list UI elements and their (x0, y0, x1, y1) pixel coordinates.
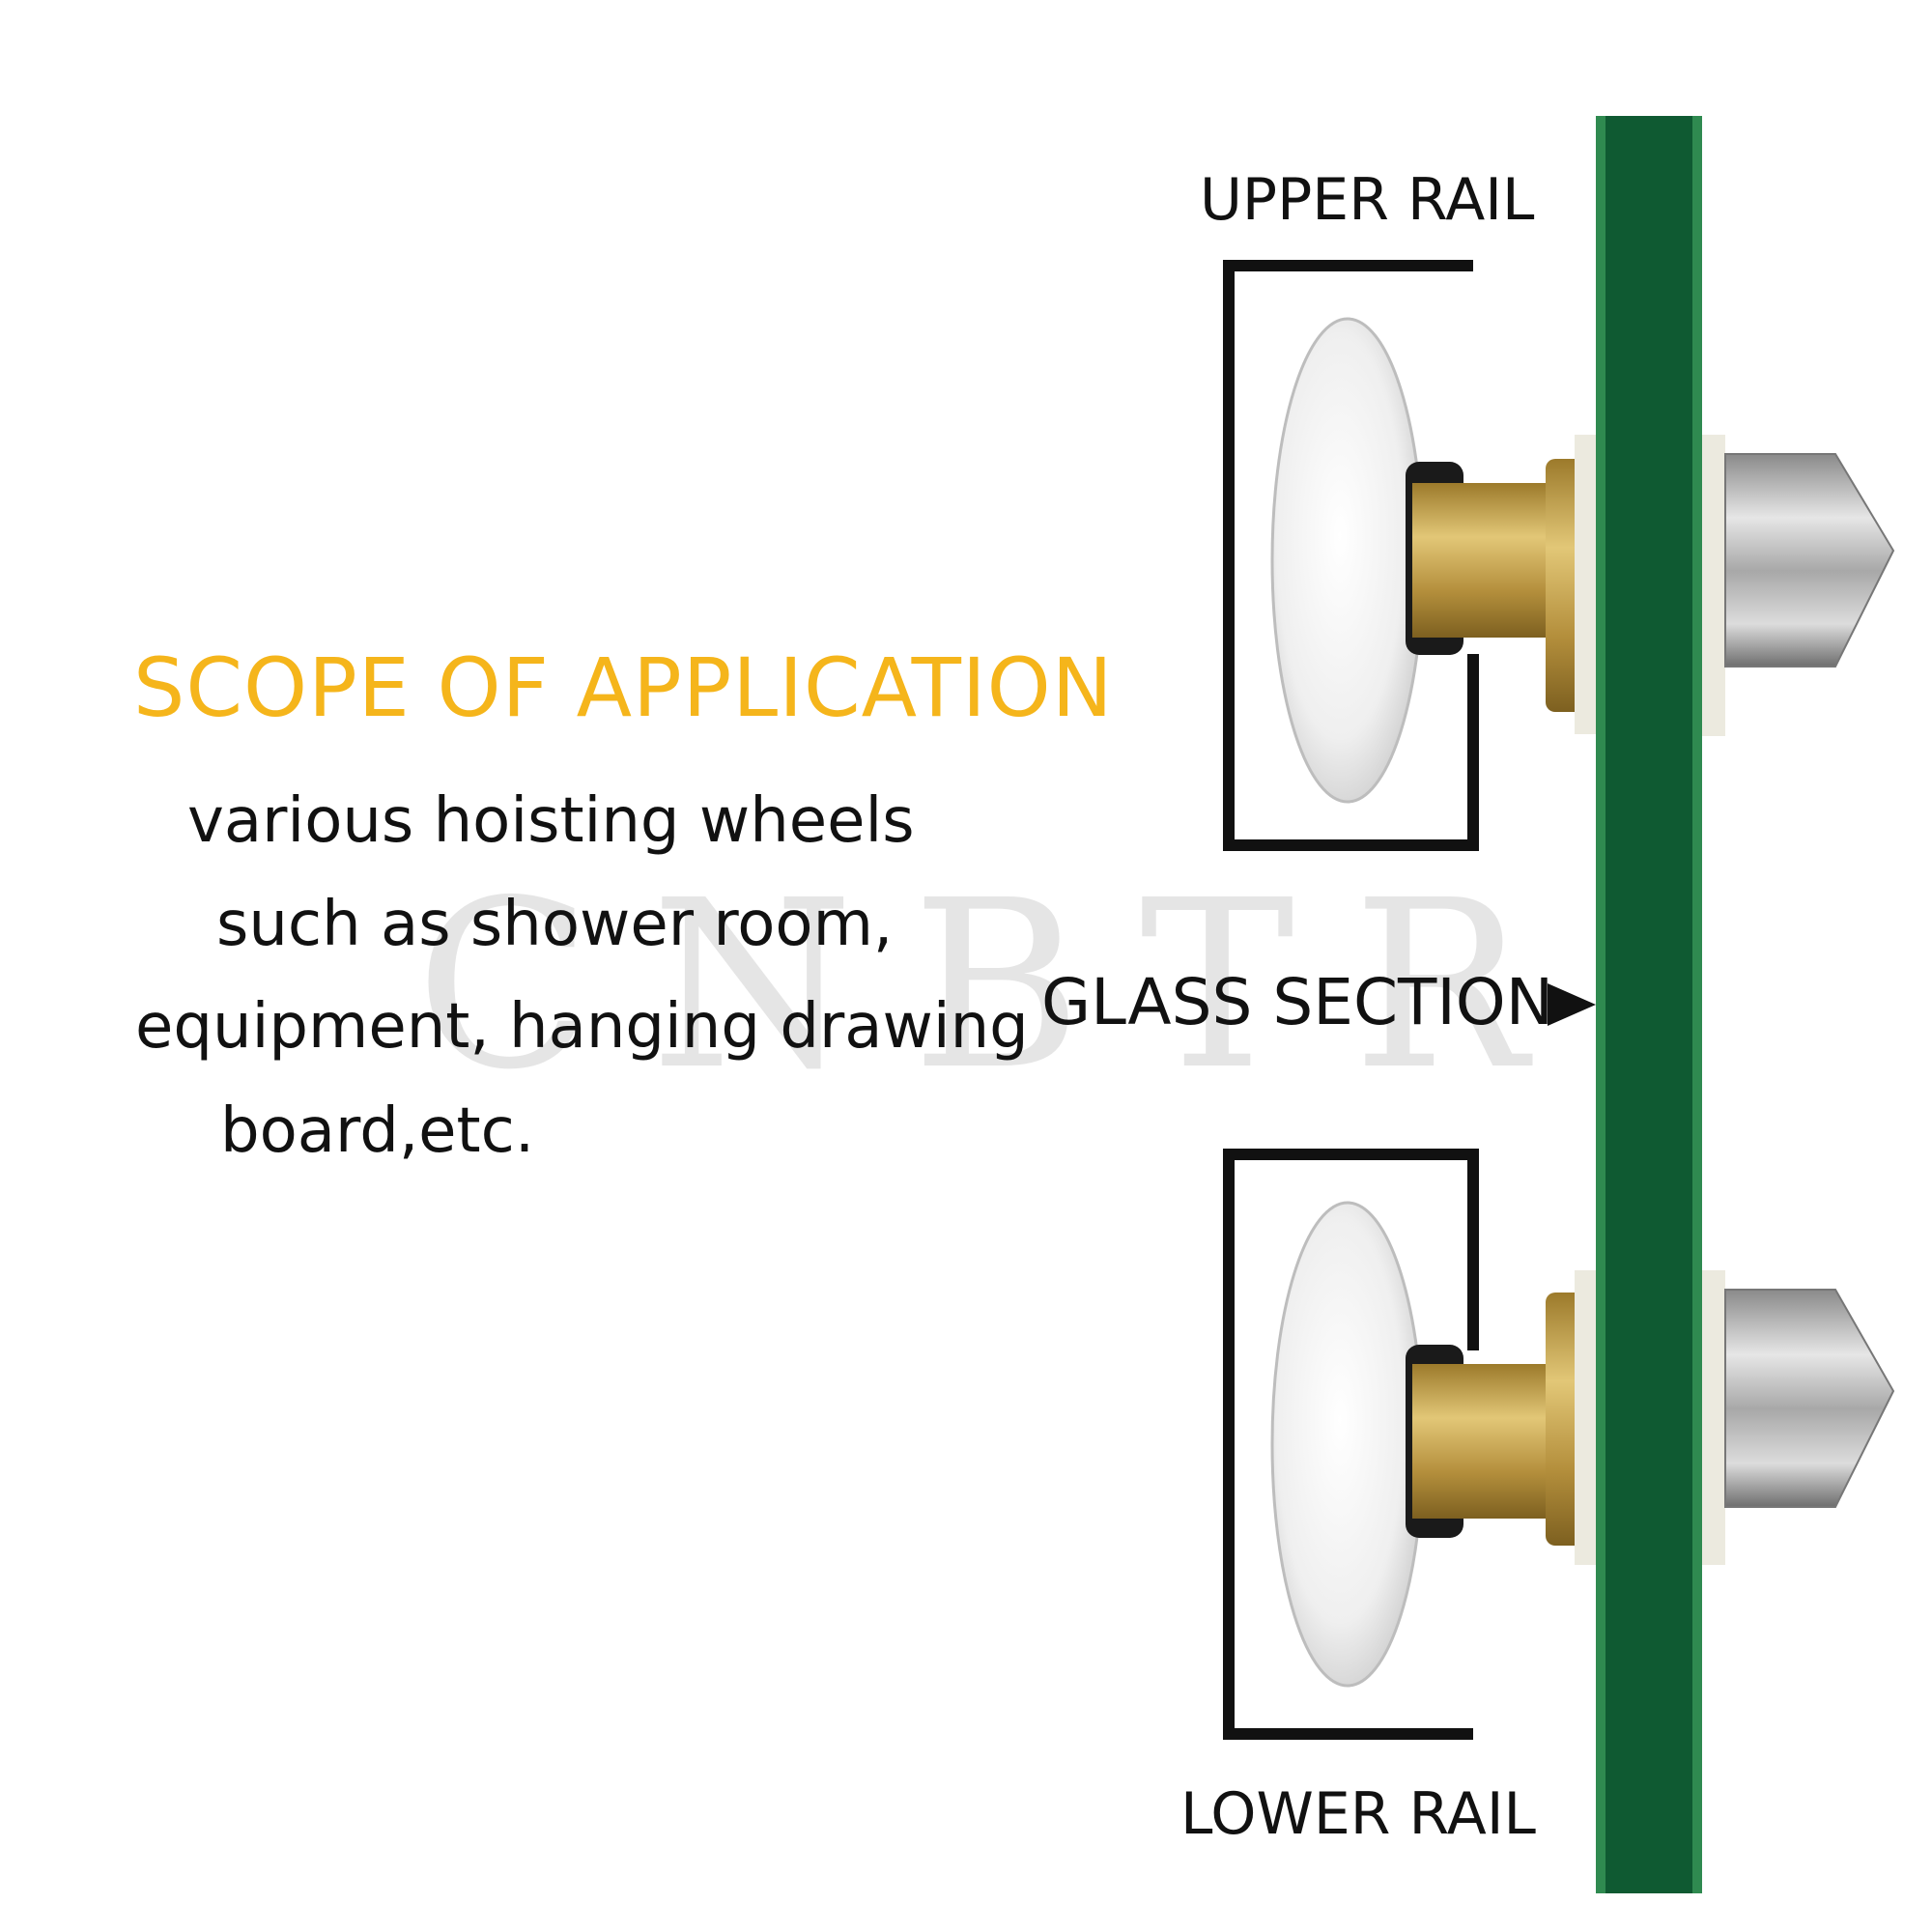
roller-wheel (1270, 1201, 1425, 1688)
glass-edge (1692, 116, 1702, 1893)
glass-section-label: GLASS SECTION (1041, 965, 1554, 1039)
watermark: CNBTR (415, 850, 1585, 1121)
brass-axle (1412, 1364, 1555, 1519)
scope-line: such as shower room, (216, 889, 894, 960)
glass-pointer-arrow (1548, 983, 1596, 1026)
roller-wheel (1270, 317, 1425, 804)
cap-nut (1724, 453, 1895, 668)
scope-line: various hoisting wheels (187, 785, 915, 857)
glass-panel (1596, 116, 1702, 1893)
scope-line: board,etc. (220, 1095, 535, 1167)
washer (1702, 1270, 1725, 1565)
scope-line: equipment, hanging drawing (135, 991, 1029, 1063)
upper-rail-bracket (1223, 260, 1479, 851)
cap-nut (1724, 1289, 1895, 1508)
washer (1702, 435, 1725, 736)
brass-axle (1412, 483, 1555, 638)
lower-rail-label: LOWER RAIL (1180, 1780, 1536, 1848)
lower-rail-bracket (1223, 1149, 1479, 1740)
washer (1575, 435, 1596, 734)
upper-rail-label: UPPER RAIL (1200, 166, 1535, 234)
upper-roller (1270, 317, 1895, 804)
lower-roller (1270, 1201, 1895, 1688)
washer (1575, 1270, 1596, 1565)
glass-edge (1596, 116, 1605, 1893)
scope-title: SCOPE OF APPLICATION (133, 640, 1114, 735)
